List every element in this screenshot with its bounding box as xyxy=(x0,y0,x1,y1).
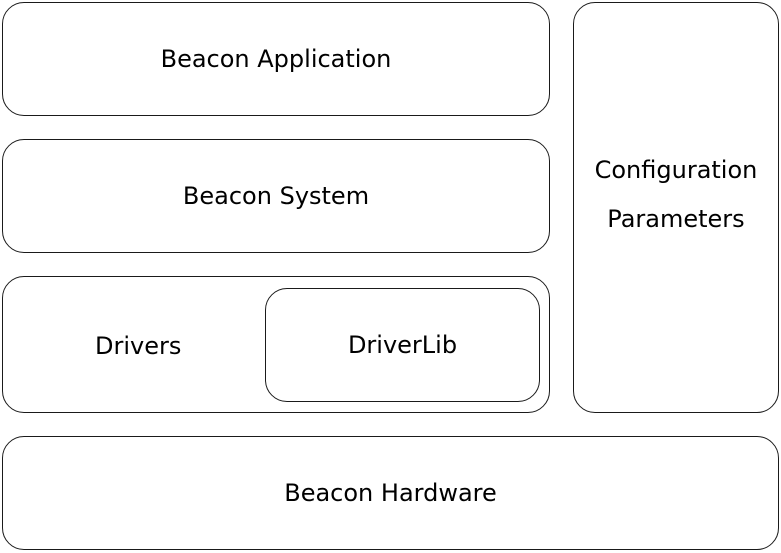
beacon-system-label: Beacon System xyxy=(182,182,370,210)
configuration-parameters-label: Configuration Parameters xyxy=(595,146,758,244)
beacon-hardware-box: Beacon Hardware xyxy=(2,436,779,550)
beacon-application-box: Beacon Application xyxy=(2,2,550,116)
configuration-parameters-box: Configuration Parameters xyxy=(573,2,779,413)
beacon-system-box: Beacon System xyxy=(2,139,550,253)
drivers-label: Drivers xyxy=(95,332,182,360)
driverlib-label: DriverLib xyxy=(347,331,458,359)
configuration-label-line1: Configuration xyxy=(594,156,758,184)
drivers-box: Drivers DriverLib xyxy=(2,276,550,413)
driverlib-box: DriverLib xyxy=(265,288,540,402)
beacon-hardware-label: Beacon Hardware xyxy=(284,479,497,507)
configuration-label-line2: Parameters xyxy=(607,205,745,233)
beacon-application-label: Beacon Application xyxy=(160,45,392,73)
